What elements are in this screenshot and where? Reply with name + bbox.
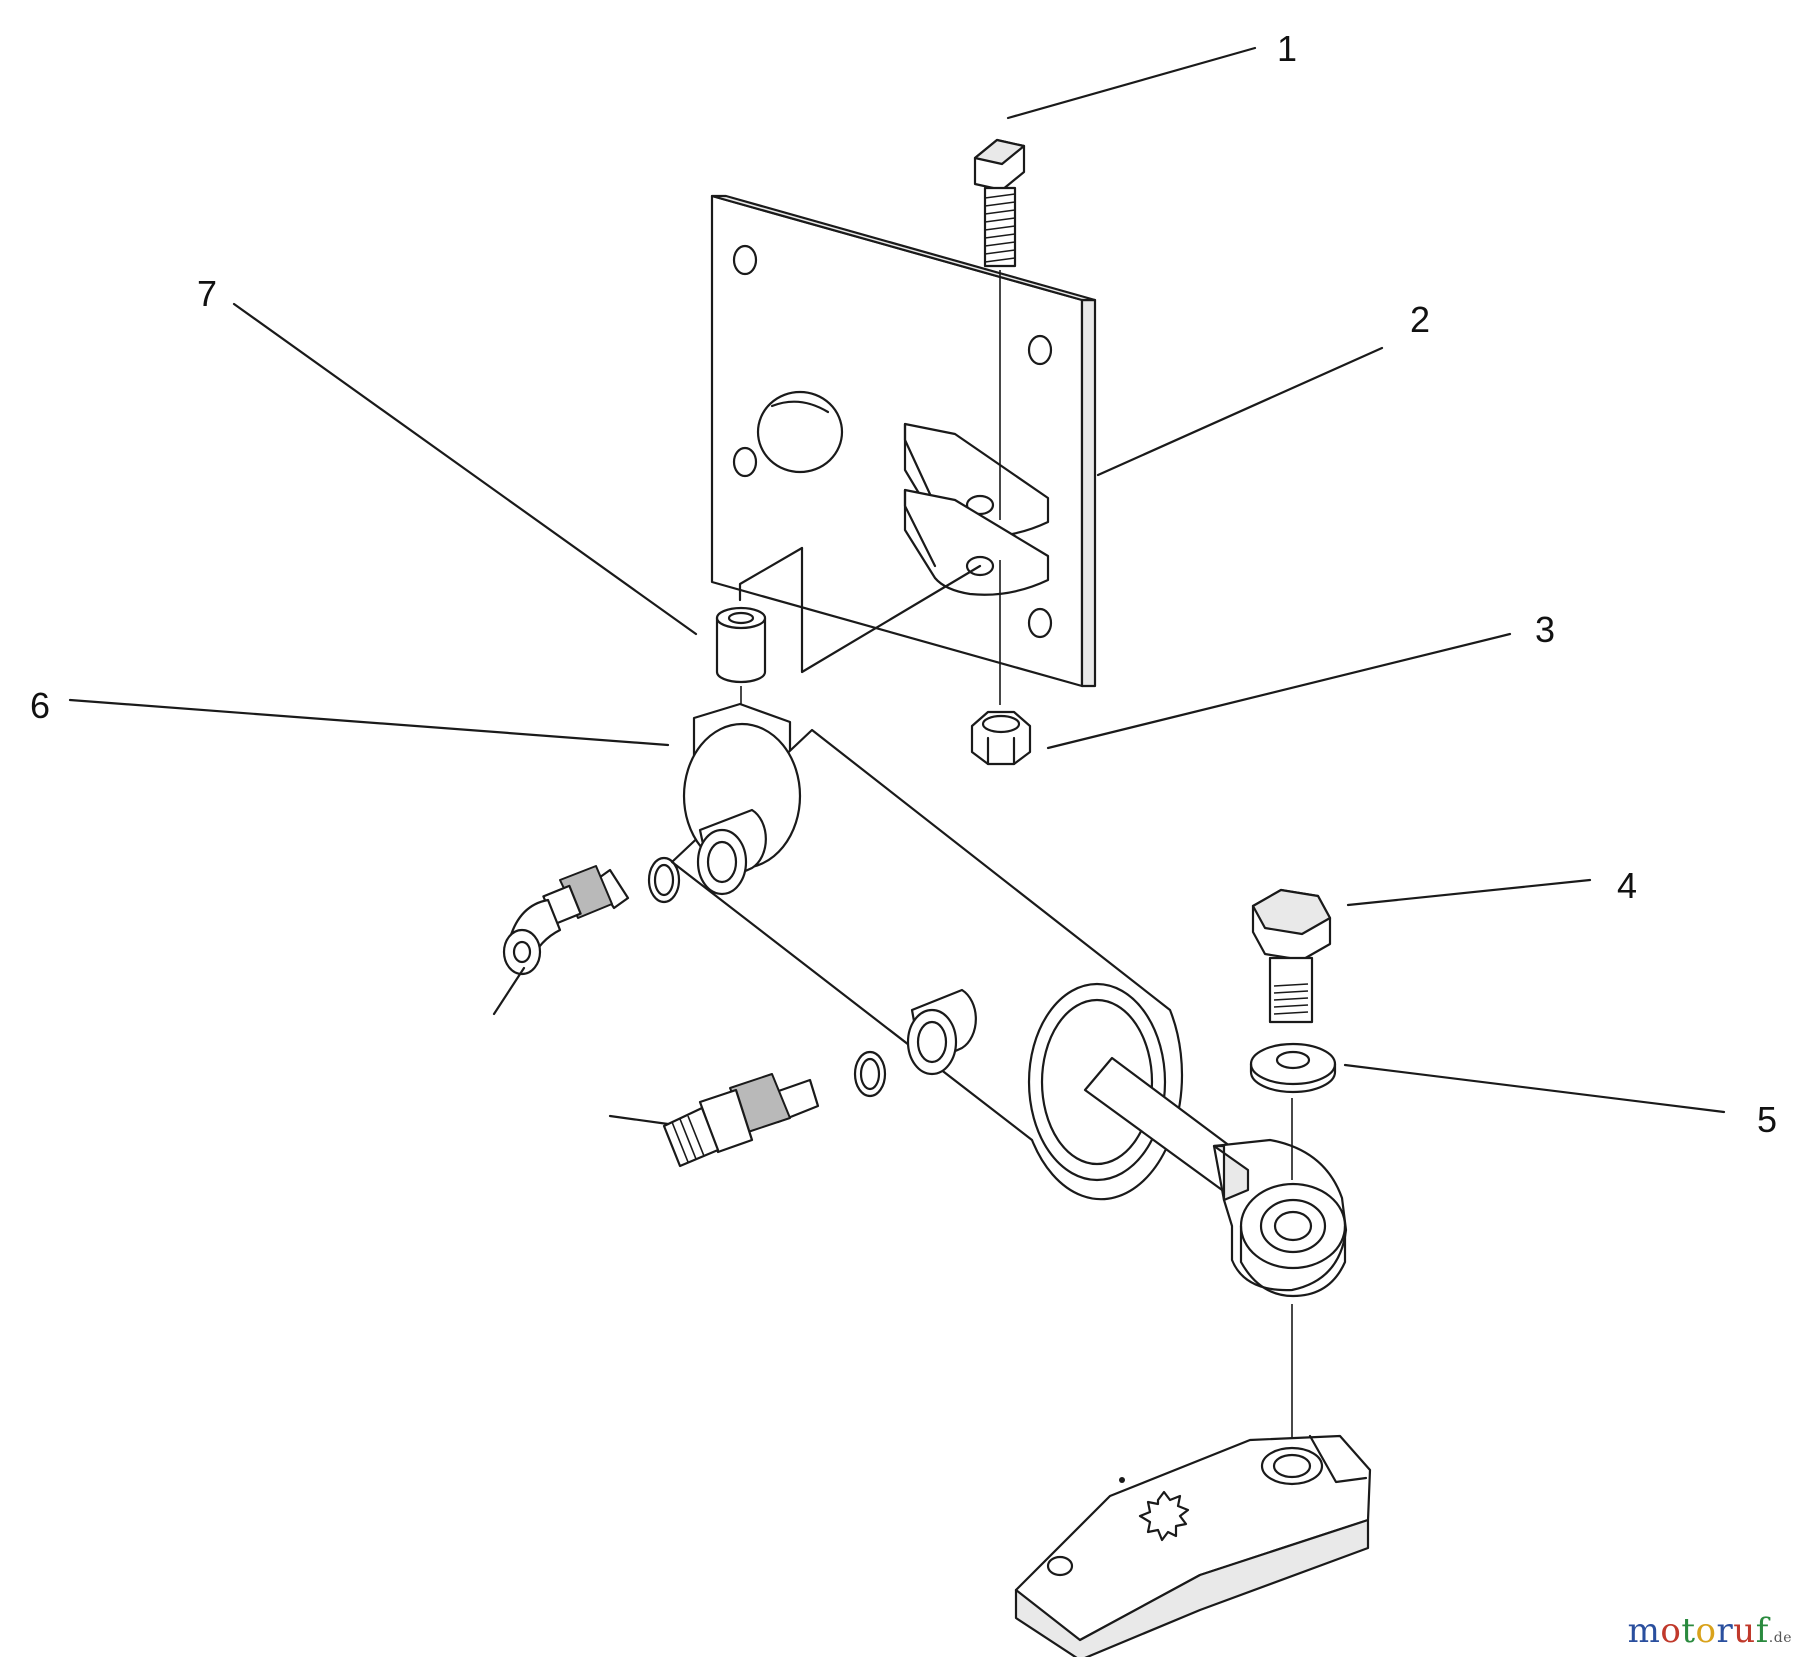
watermark-letter: f	[1755, 1611, 1769, 1651]
rod-end-eye	[1212, 1138, 1348, 1298]
o-ring-lower	[853, 1050, 887, 1098]
hex-bolt-short	[1251, 888, 1332, 1024]
elbow-fitting-upper	[502, 865, 630, 976]
watermark-letter: u	[1733, 1611, 1756, 1651]
watermark-letter: r	[1716, 1611, 1734, 1651]
o-ring-upper	[647, 856, 681, 904]
watermark-letter: o	[1660, 1611, 1682, 1651]
callout-7: 7	[197, 273, 217, 314]
elbow-fitting-lower	[662, 1073, 820, 1168]
watermark-letter: t	[1681, 1611, 1696, 1651]
callout-5: 5	[1757, 1099, 1777, 1140]
watermark-suffix: .de	[1768, 1630, 1792, 1646]
callout-leaders	[68, 46, 1726, 1126]
hydraulic-cylinder	[670, 702, 1272, 1208]
callout-4: 4	[1617, 865, 1637, 906]
callout-2: 2	[1410, 299, 1430, 340]
hex-bolt	[973, 138, 1026, 268]
watermark-letter: o	[1695, 1611, 1717, 1651]
callout-1: 1	[1277, 28, 1297, 69]
steering-arm	[1014, 1434, 1372, 1657]
callout-3: 3	[1535, 609, 1555, 650]
hex-nut	[970, 710, 1032, 766]
callout-6: 6	[30, 685, 50, 726]
spacer-bushing	[715, 606, 767, 684]
watermark-letter: m	[1627, 1611, 1661, 1651]
flat-washer	[1249, 1042, 1337, 1094]
mounting-bracket-plate	[710, 194, 1097, 688]
motoruf-watermark-logo: motoruf.de	[1628, 1611, 1792, 1651]
